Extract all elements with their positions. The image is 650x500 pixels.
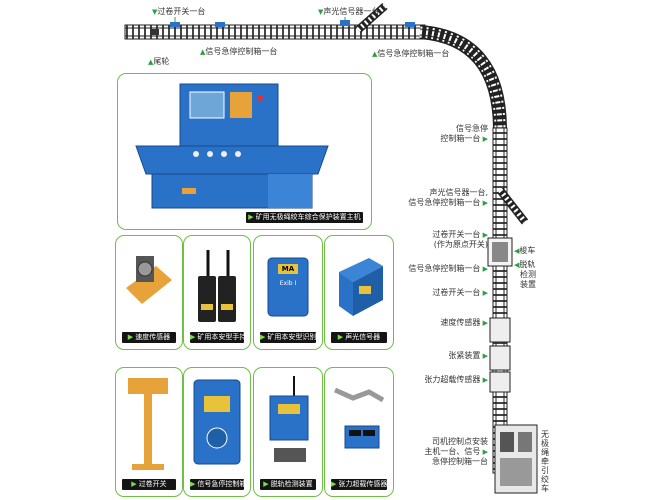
label-car: ◀梭车 <box>514 246 536 255</box>
winch-icon <box>494 424 538 494</box>
panel-sound-signal: ▶声光信号器 <box>324 235 394 350</box>
label-estop-box-2: ▲信号急停控制箱一台 <box>372 49 450 58</box>
top-track <box>124 24 426 40</box>
label-overwind-origin: 过卷开关一台 ▶(作为原点开关) <box>432 230 488 249</box>
label-tension-device: 张紧装置 ▶ <box>448 351 488 360</box>
label-estop-box-b: 信号急停控制箱一台 ▶ <box>408 264 488 273</box>
curved-track <box>419 25 507 131</box>
green-triangle-icon: ▼ <box>318 8 324 16</box>
radio-drawing <box>198 250 236 322</box>
green-triangle-icon: ▲ <box>372 50 378 58</box>
label-winch-vertical: 无极绳牵引绞车 <box>541 430 549 493</box>
green-triangle-icon: ▶ <box>337 333 344 341</box>
caption-estop-box: ▶信号急停控制箱 <box>190 479 244 490</box>
panel-main-unit: ▶矿用无极绳绞车综合保护装置主机 <box>117 73 372 230</box>
speed-sensor-icon <box>489 317 511 343</box>
green-triangle-icon: ▶ <box>480 135 488 143</box>
vertical-track <box>492 127 508 474</box>
label-overwind-switch: ▼过卷开关一台 <box>152 7 206 16</box>
top-branch <box>355 3 388 33</box>
overload-sensor-icon <box>489 371 511 393</box>
green-triangle-icon: ▶ <box>331 480 337 488</box>
label-overload-sensor: 张力超载传感器 ▶ <box>424 375 488 384</box>
green-triangle-icon: ▶ <box>480 231 488 239</box>
green-triangle-icon: ◀ <box>514 261 520 269</box>
label-derail: ◀脱轨检测装置 <box>514 260 536 289</box>
panel-derail-device: ▶脱轨检测装置 <box>253 367 323 497</box>
derail-device-drawing <box>269 376 309 462</box>
green-triangle-icon: ▶ <box>131 480 137 488</box>
side-branch <box>496 187 529 225</box>
estop-box-icon <box>215 22 225 27</box>
overwind-switch-icon <box>170 22 180 27</box>
label-signal-estop: 声光信号器一台,信号急停控制箱一台 ▶ <box>408 188 488 207</box>
label-sound-light-signal: ▼声光信号器一台 <box>318 7 380 16</box>
label-overwind-switch-b: 过卷开关一台 ▶ <box>432 288 488 297</box>
green-triangle-icon: ▶ <box>127 333 134 341</box>
caption-overload-sensor: ▶张力超载传感器 <box>331 479 387 490</box>
panel-overload-sensor: ▶张力超载传感器 <box>324 367 394 497</box>
panel-overwind-switch: ▶过卷开关 <box>115 367 183 497</box>
estop-box-icon <box>405 22 415 27</box>
label-tail-wheel: ▲尾轮 <box>148 57 170 66</box>
green-triangle-icon: ▶ <box>480 199 488 207</box>
ma-badge: MA <box>278 264 298 274</box>
caption-sound-signal: ▶声光信号器 <box>331 332 387 343</box>
panel-radio: ▶矿用本安型手持电台 <box>183 235 251 350</box>
caption-radio: ▶矿用本安型手持电台 <box>190 332 244 343</box>
green-triangle-icon: ▶ <box>480 352 488 360</box>
caption-id-card: ▶矿用本安型识别卡 <box>260 332 316 343</box>
caption-speed-sensor: ▶速度传感器 <box>122 332 176 343</box>
green-triangle-icon: ▼ <box>152 8 158 16</box>
label-estop-box-1: ▲信号急停控制箱一台 <box>200 47 278 56</box>
green-triangle-icon: ▶ <box>480 265 488 273</box>
speed-sensor-drawing <box>126 256 172 304</box>
green-triangle-icon: ◀ <box>514 247 520 255</box>
panel-id-card: MA Exib I ▶矿用本安型识别卡 <box>253 235 323 350</box>
green-triangle-icon: ▶ <box>190 480 196 488</box>
label-driver-point: 司机控制点安装主机一台、信号 ▶急停控制箱一台 <box>424 437 488 466</box>
label-speed-sensor: 速度传感器 ▶ <box>440 318 488 327</box>
green-triangle-icon: ▶ <box>480 376 488 384</box>
panel-estop-box: ▶信号急停控制箱 <box>183 367 251 497</box>
main-unit-drawing <box>135 83 329 209</box>
label-estop-box-a: 信号急停控制箱一台 ▶ <box>440 124 488 143</box>
caption-main-unit: ▶矿用无极绳绞车综合保护装置主机 <box>246 212 363 223</box>
panel-speed-sensor: ▶速度传感器 <box>115 235 183 350</box>
estop-box-drawing <box>193 379 241 465</box>
sound-signal-drawing <box>339 258 383 316</box>
signal-icon <box>340 20 350 26</box>
overwind-switch-drawing <box>128 378 168 470</box>
green-triangle-icon: ▶ <box>480 319 488 327</box>
exib-text: Exib I <box>279 280 297 287</box>
green-triangle-icon: ▶ <box>263 480 269 488</box>
green-triangle-icon: ▲ <box>200 48 206 56</box>
caption-derail-device: ▶脱轨检测装置 <box>260 479 316 490</box>
overload-sensor-drawing <box>333 387 385 449</box>
green-triangle-icon: ▶ <box>260 333 266 341</box>
green-triangle-icon: ▶ <box>480 448 488 456</box>
car-body-icon <box>492 242 508 262</box>
green-triangle-icon: ▶ <box>248 213 254 221</box>
tension-device-icon <box>489 345 511 371</box>
green-triangle-icon: ▶ <box>480 289 488 297</box>
green-triangle-icon: ▶ <box>190 333 196 341</box>
green-triangle-icon: ▲ <box>148 58 154 66</box>
caption-overwind-switch: ▶过卷开关 <box>122 479 176 490</box>
tail-wheel-icon <box>150 29 159 35</box>
